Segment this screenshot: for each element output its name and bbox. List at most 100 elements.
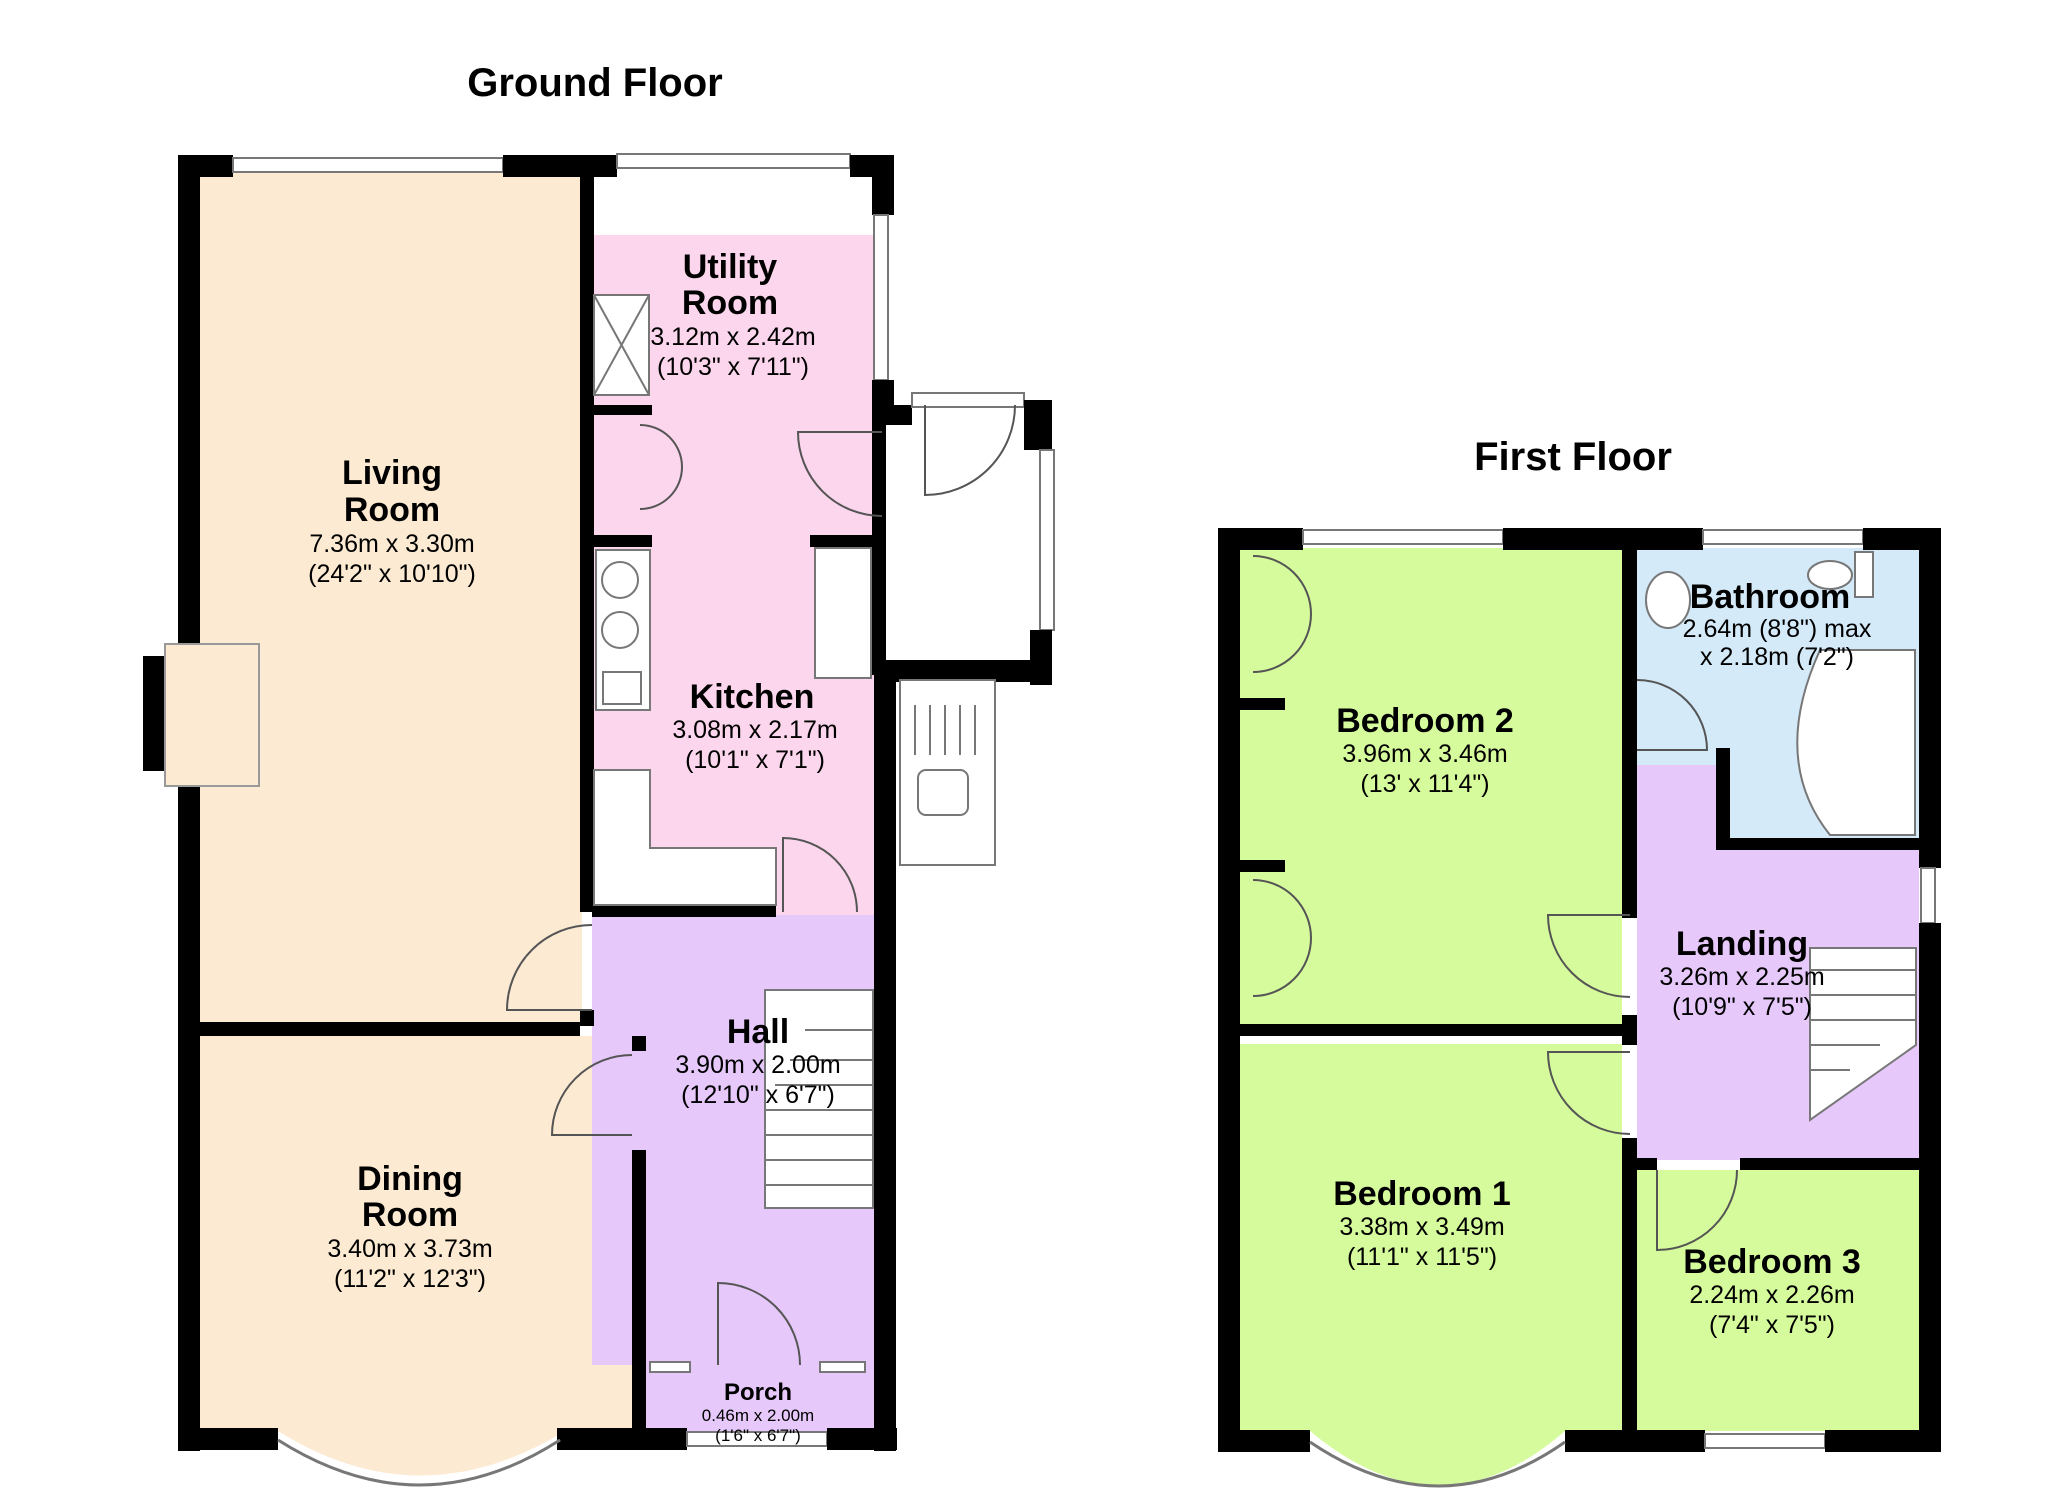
bedroom2-door-swing: [1546, 914, 1631, 998]
hob-ring: [601, 561, 639, 599]
wall: [580, 172, 594, 912]
landing-staircase: [1809, 947, 1917, 1122]
utility-side-window: [873, 214, 889, 381]
wall: [200, 1022, 580, 1036]
utility-door-swing: [796, 431, 883, 517]
landing-dimensions: 3.26m x 2.25m: [1659, 963, 1824, 991]
wall: [580, 1010, 594, 1026]
bedroom1-dimensions: 3.38m x 3.49m: [1339, 1213, 1504, 1241]
utility-annex-area: [592, 172, 874, 235]
bedroom3-name: Bedroom 3: [1683, 1243, 1861, 1281]
wall: [178, 155, 200, 1451]
dining-room-name: Dining: [357, 1160, 463, 1198]
dining-room-dimensions-imperial: (11'2" x 12'3"): [334, 1265, 486, 1293]
dining-bay-window: [277, 1438, 561, 1487]
wall: [557, 1428, 642, 1450]
utility-room-dimensions: 3.12m x 2.42m: [650, 323, 815, 351]
dining-door-swing: [550, 1054, 633, 1136]
sink-bowl: [917, 769, 969, 816]
wall: [1565, 1430, 1705, 1452]
wall: [1218, 528, 1303, 550]
wall: [1919, 923, 1941, 1451]
staircase: [764, 989, 874, 1209]
bathroom-dimensions-second-line: x 2.18m (7'2"): [1700, 643, 1854, 671]
wall: [827, 1428, 897, 1450]
wardrobe-door-swing: [1252, 555, 1313, 673]
landing-dimensions-imperial: (10'9" x 7'5"): [1672, 993, 1812, 1021]
fridge-unit: [814, 547, 872, 679]
hob-ring: [601, 611, 639, 649]
cupboard-cross: [593, 294, 650, 396]
bedroom3-dimensions: 2.24m x 2.26m: [1689, 1281, 1854, 1309]
first-floor-title: First Floor: [1474, 435, 1672, 479]
wardrobe-door-swing: [1252, 879, 1313, 997]
landing-name: Landing: [1676, 925, 1808, 963]
toilet: [1854, 551, 1874, 598]
bedroom2-fill: [1240, 548, 1622, 1032]
chimney-breast: [164, 643, 260, 787]
bedroom2-dimensions: 3.96m x 3.46m: [1342, 740, 1507, 768]
landing-window: [1920, 867, 1936, 924]
dining-room-name: Room: [362, 1196, 458, 1234]
porch-fill: [642, 1365, 874, 1431]
dining-bay-fill: [278, 1431, 565, 1476]
wall: [1218, 1430, 1310, 1452]
utility-room-dimensions-imperial: (10'3" x 7'11"): [657, 353, 809, 381]
porch-dimensions: 0.46m x 2.00m: [702, 1406, 814, 1425]
bath-tub: [1796, 649, 1916, 836]
wall: [1024, 400, 1052, 450]
wall: [1622, 1138, 1637, 1433]
cupboard-door-swing: [639, 424, 684, 510]
utility-rear-window: [616, 153, 851, 169]
wall: [1716, 748, 1730, 848]
wall: [1716, 838, 1919, 850]
front-door-swing: [717, 1281, 801, 1366]
utility-room-name: Utility: [683, 248, 778, 286]
bedroom2-dimensions-imperial: (13' x 11'4"): [1360, 770, 1489, 798]
wall: [874, 865, 896, 1451]
wall: [592, 405, 652, 415]
annex-side-window: [1039, 449, 1055, 631]
bedroom1-bay-fill: [1310, 1431, 1565, 1486]
wall: [178, 155, 233, 177]
wall: [1503, 528, 1703, 550]
ground-floor-title: Ground Floor: [467, 61, 723, 105]
living-door-swing: [505, 924, 593, 1011]
wall: [872, 405, 912, 425]
bedroom3-dimensions-imperial: (7'4" x 7'5"): [1709, 1311, 1835, 1339]
bedroom1-bay-window: [1309, 1440, 1566, 1488]
wall: [592, 905, 776, 917]
wall: [1740, 1158, 1920, 1170]
utility-room-name: Room: [682, 284, 778, 322]
bedroom3-door-swing: [1656, 1169, 1738, 1252]
wall: [872, 425, 886, 675]
bedroom2-name: Bedroom 2: [1336, 702, 1514, 740]
kitchen-name: Kitchen: [690, 678, 815, 716]
porch-dimensions-imperial: (1'6" x 6'7"): [715, 1426, 801, 1445]
wall: [874, 675, 896, 875]
wall: [880, 660, 1052, 682]
bedroom1-door-swing: [1546, 1051, 1631, 1135]
annex-door: [911, 392, 1025, 408]
bedroom3-fill: [1637, 1170, 1919, 1431]
wall: [1825, 1430, 1941, 1452]
wall: [1240, 1024, 1622, 1036]
living-room-fill: [200, 172, 582, 1024]
wall: [592, 535, 652, 547]
wall: [1637, 1158, 1657, 1170]
wall: [1218, 528, 1240, 1451]
porch-side-window: [649, 1361, 691, 1373]
kitchen-dimensions: 3.08m x 2.17m: [672, 716, 837, 744]
living-room-dimensions-imperial: (24'2" x 10'10"): [308, 560, 476, 588]
bedroom2-window: [1302, 529, 1504, 545]
living-room-name: Room: [344, 491, 440, 529]
porch-name: Porch: [724, 1379, 792, 1406]
wall: [642, 1428, 687, 1450]
hall-dimensions: 3.90m x 2.00m: [675, 1051, 840, 1079]
kitchen-door-swing: [782, 836, 858, 913]
hall-name: Hall: [727, 1013, 789, 1051]
wall: [1240, 698, 1285, 710]
wall: [872, 155, 894, 215]
bathroom-dimensions: 2.64m (8'8") max: [1683, 615, 1872, 643]
